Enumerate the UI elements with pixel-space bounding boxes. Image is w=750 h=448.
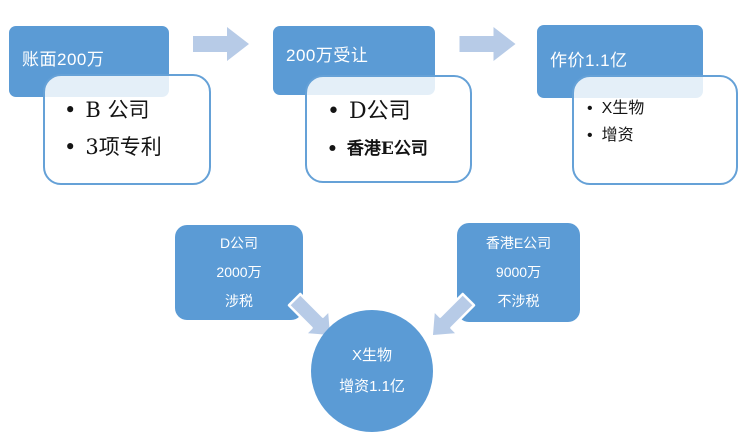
step3-header-label: 作价1.1亿 [550,51,628,70]
target-line-2: 增资1.1亿 [339,378,405,395]
step3-item-2-label: 增资 [601,127,634,144]
step1-item-1-label: B 公司 [85,98,150,122]
step2-header-label: 200万受让 [286,46,369,65]
step2-detail-box: • D公司 • 香港E公司 [305,75,472,183]
arrow-right-shape [459,27,516,61]
step1-detail-box: • B 公司 • 3项专利 [43,74,211,185]
step3-detail-box: • X生物 • 增资 [572,75,738,185]
step1-item-2-label: 3项专利 [85,135,162,159]
step1-item-2: • 3项专利 [64,131,209,168]
source-box-hk-e-company: 香港E公司 9000万 不涉税 [457,223,580,322]
bullet-marker: • [587,100,593,117]
arrow-right-shape [193,27,249,61]
arrow-right-icon [459,27,516,61]
bullet-marker: • [64,98,77,122]
step2-item-2-label: 香港E公司 [346,139,428,159]
source-d-line-2: 2000万 [216,264,262,280]
source-d-line-1: D公司 [219,235,259,251]
bullet-marker: • [327,139,338,159]
arrow-down-left-icon [430,292,476,338]
step2-item-1: • D公司 [327,93,470,134]
bullet-marker: • [587,127,593,144]
bullet-marker: • [327,99,340,124]
source-d-line-3: 涉税 [225,293,253,309]
arrow-down-left-shape [430,292,476,338]
step3-item-1-label: X生物 [601,100,645,117]
source-hk-line-3: 不涉税 [497,293,540,309]
source-box-d-company: D公司 2000万 涉税 [175,225,303,320]
source-hk-line-2: 9000万 [495,264,542,280]
step2-item-1-label: D公司 [348,99,411,124]
step2-item-2: • 香港E公司 [327,134,470,165]
arrow-down-right-icon [287,292,333,338]
arrow-right-icon [193,27,249,61]
step1-item-1: • B 公司 [64,94,209,131]
step3-item-1: • X生物 [587,94,736,121]
target-line-1: X生物 [351,347,392,364]
step1-header-label: 账面200万 [22,50,105,69]
bullet-marker: • [64,135,77,159]
arrow-down-right-shape [287,292,333,338]
source-hk-line-1: 香港E公司 [485,235,552,251]
target-circle-x-bio: X生物 增资1.1亿 [311,310,433,432]
step3-item-2: • 增资 [587,121,736,148]
